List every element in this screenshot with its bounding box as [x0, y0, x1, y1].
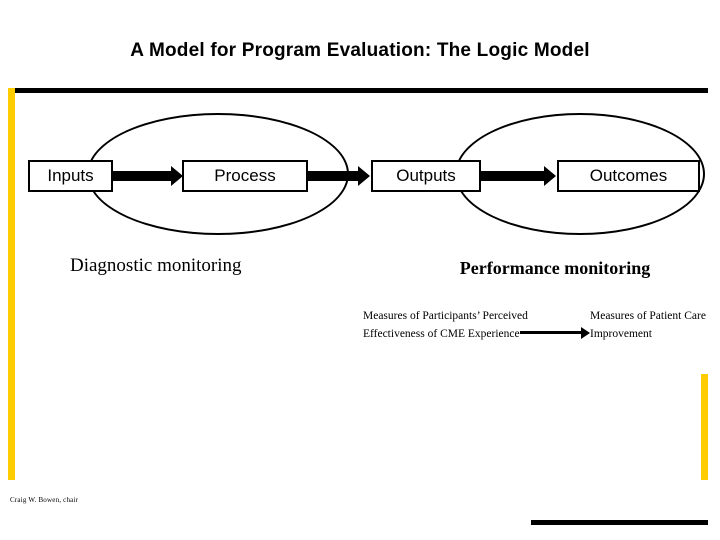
- arrow-process-to-outputs: [307, 166, 370, 186]
- arrow-inputs-to-process: [112, 166, 183, 186]
- arrow-outputs-to-outcomes: [480, 166, 556, 186]
- node-inputs[interactable]: Inputs: [28, 160, 113, 192]
- page-title: A Model for Program Evaluation: The Logi…: [130, 40, 590, 61]
- left-accent-bar: [8, 88, 15, 480]
- arrow-measures-participants-to-patient-care: [520, 326, 590, 339]
- top-rule-divider: [8, 88, 708, 93]
- node-inputs-label: Inputs: [47, 166, 94, 185]
- node-outputs-label: Outputs: [396, 166, 456, 185]
- node-outcomes-label: Outcomes: [589, 166, 668, 185]
- measures-participants-text: Measures of Participants’ Perceived Effe…: [363, 310, 528, 340]
- measures-patient-care-text: Measures of Patient Care Improvement: [590, 310, 706, 340]
- diagnostic-monitoring-label: Diagnostic monitoring: [70, 255, 242, 276]
- node-process[interactable]: Process: [182, 160, 308, 192]
- footer-credit: Craig W. Bowen, chair: [10, 496, 79, 504]
- bottom-rule-divider: [531, 520, 708, 525]
- node-process-label: Process: [214, 166, 276, 185]
- node-outcomes[interactable]: Outcomes: [557, 160, 700, 192]
- performance-monitoring-label: Performance monitoring: [459, 258, 651, 278]
- node-outputs[interactable]: Outputs: [371, 160, 481, 192]
- right-accent-bar: [701, 374, 708, 480]
